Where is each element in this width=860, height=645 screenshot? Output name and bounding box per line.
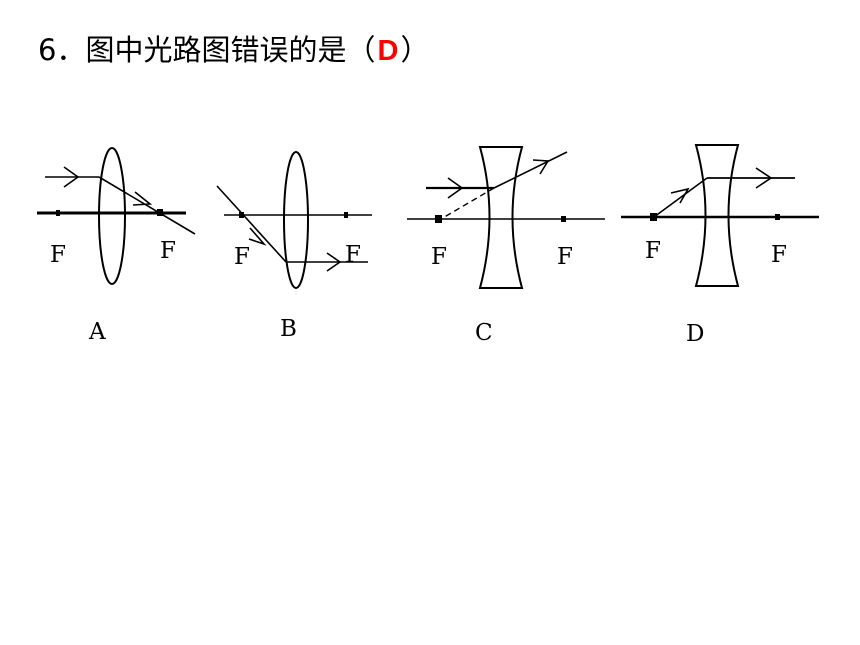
focus-label-left: F (50, 242, 66, 268)
diagram-caption: A (88, 319, 106, 345)
answer-letter: D (377, 35, 399, 67)
convex-lens (283, 151, 309, 289)
virtual-extension (440, 187, 495, 220)
refracted-ray (98, 176, 196, 235)
focal-point-left (650, 213, 657, 221)
diagram-b: F F B (216, 151, 372, 342)
focal-point-right (561, 216, 566, 222)
arrow-head (63, 166, 80, 188)
arrow-head (326, 252, 342, 272)
concave-lens (694, 144, 740, 287)
diagram-a: F F A (37, 147, 196, 345)
diagram-caption: C (475, 320, 493, 346)
focal-point-left (56, 210, 60, 216)
incident-ray (216, 185, 287, 263)
focus-label-right: F (160, 238, 176, 264)
question-text: 6．图中光路图错误的是（D） (38, 28, 429, 73)
arrow-head (670, 187, 690, 204)
refracted-ray (493, 151, 568, 189)
focal-point-right (344, 212, 348, 218)
diagram-caption: D (686, 321, 704, 347)
paren-open: （ (346, 33, 376, 67)
arrow-head (248, 227, 267, 246)
question-prompt: 图中光路图错误的是 (85, 33, 347, 67)
focus-label-right: F (771, 242, 787, 268)
focus-label-left: F (234, 244, 250, 270)
focal-point-left (239, 212, 244, 218)
arrow-head (532, 159, 550, 175)
diagram-c: F F C (407, 146, 605, 346)
focus-label-left: F (645, 238, 661, 264)
focal-point-right (775, 214, 780, 220)
focus-label-right: F (557, 244, 573, 270)
focal-point-left (435, 215, 442, 223)
diagram-d: F F D (621, 144, 819, 347)
arrow-head (755, 167, 773, 189)
arrow-head (447, 177, 464, 199)
convex-lens (98, 147, 126, 285)
question-number: 6． (38, 33, 86, 67)
focus-label-right: F (345, 242, 361, 268)
diagram-caption: B (280, 316, 297, 342)
concave-lens (478, 146, 524, 289)
arrow-head (132, 191, 153, 206)
paren-close: ） (400, 33, 430, 67)
incident-ray (653, 177, 708, 218)
focus-label-left: F (431, 244, 447, 270)
